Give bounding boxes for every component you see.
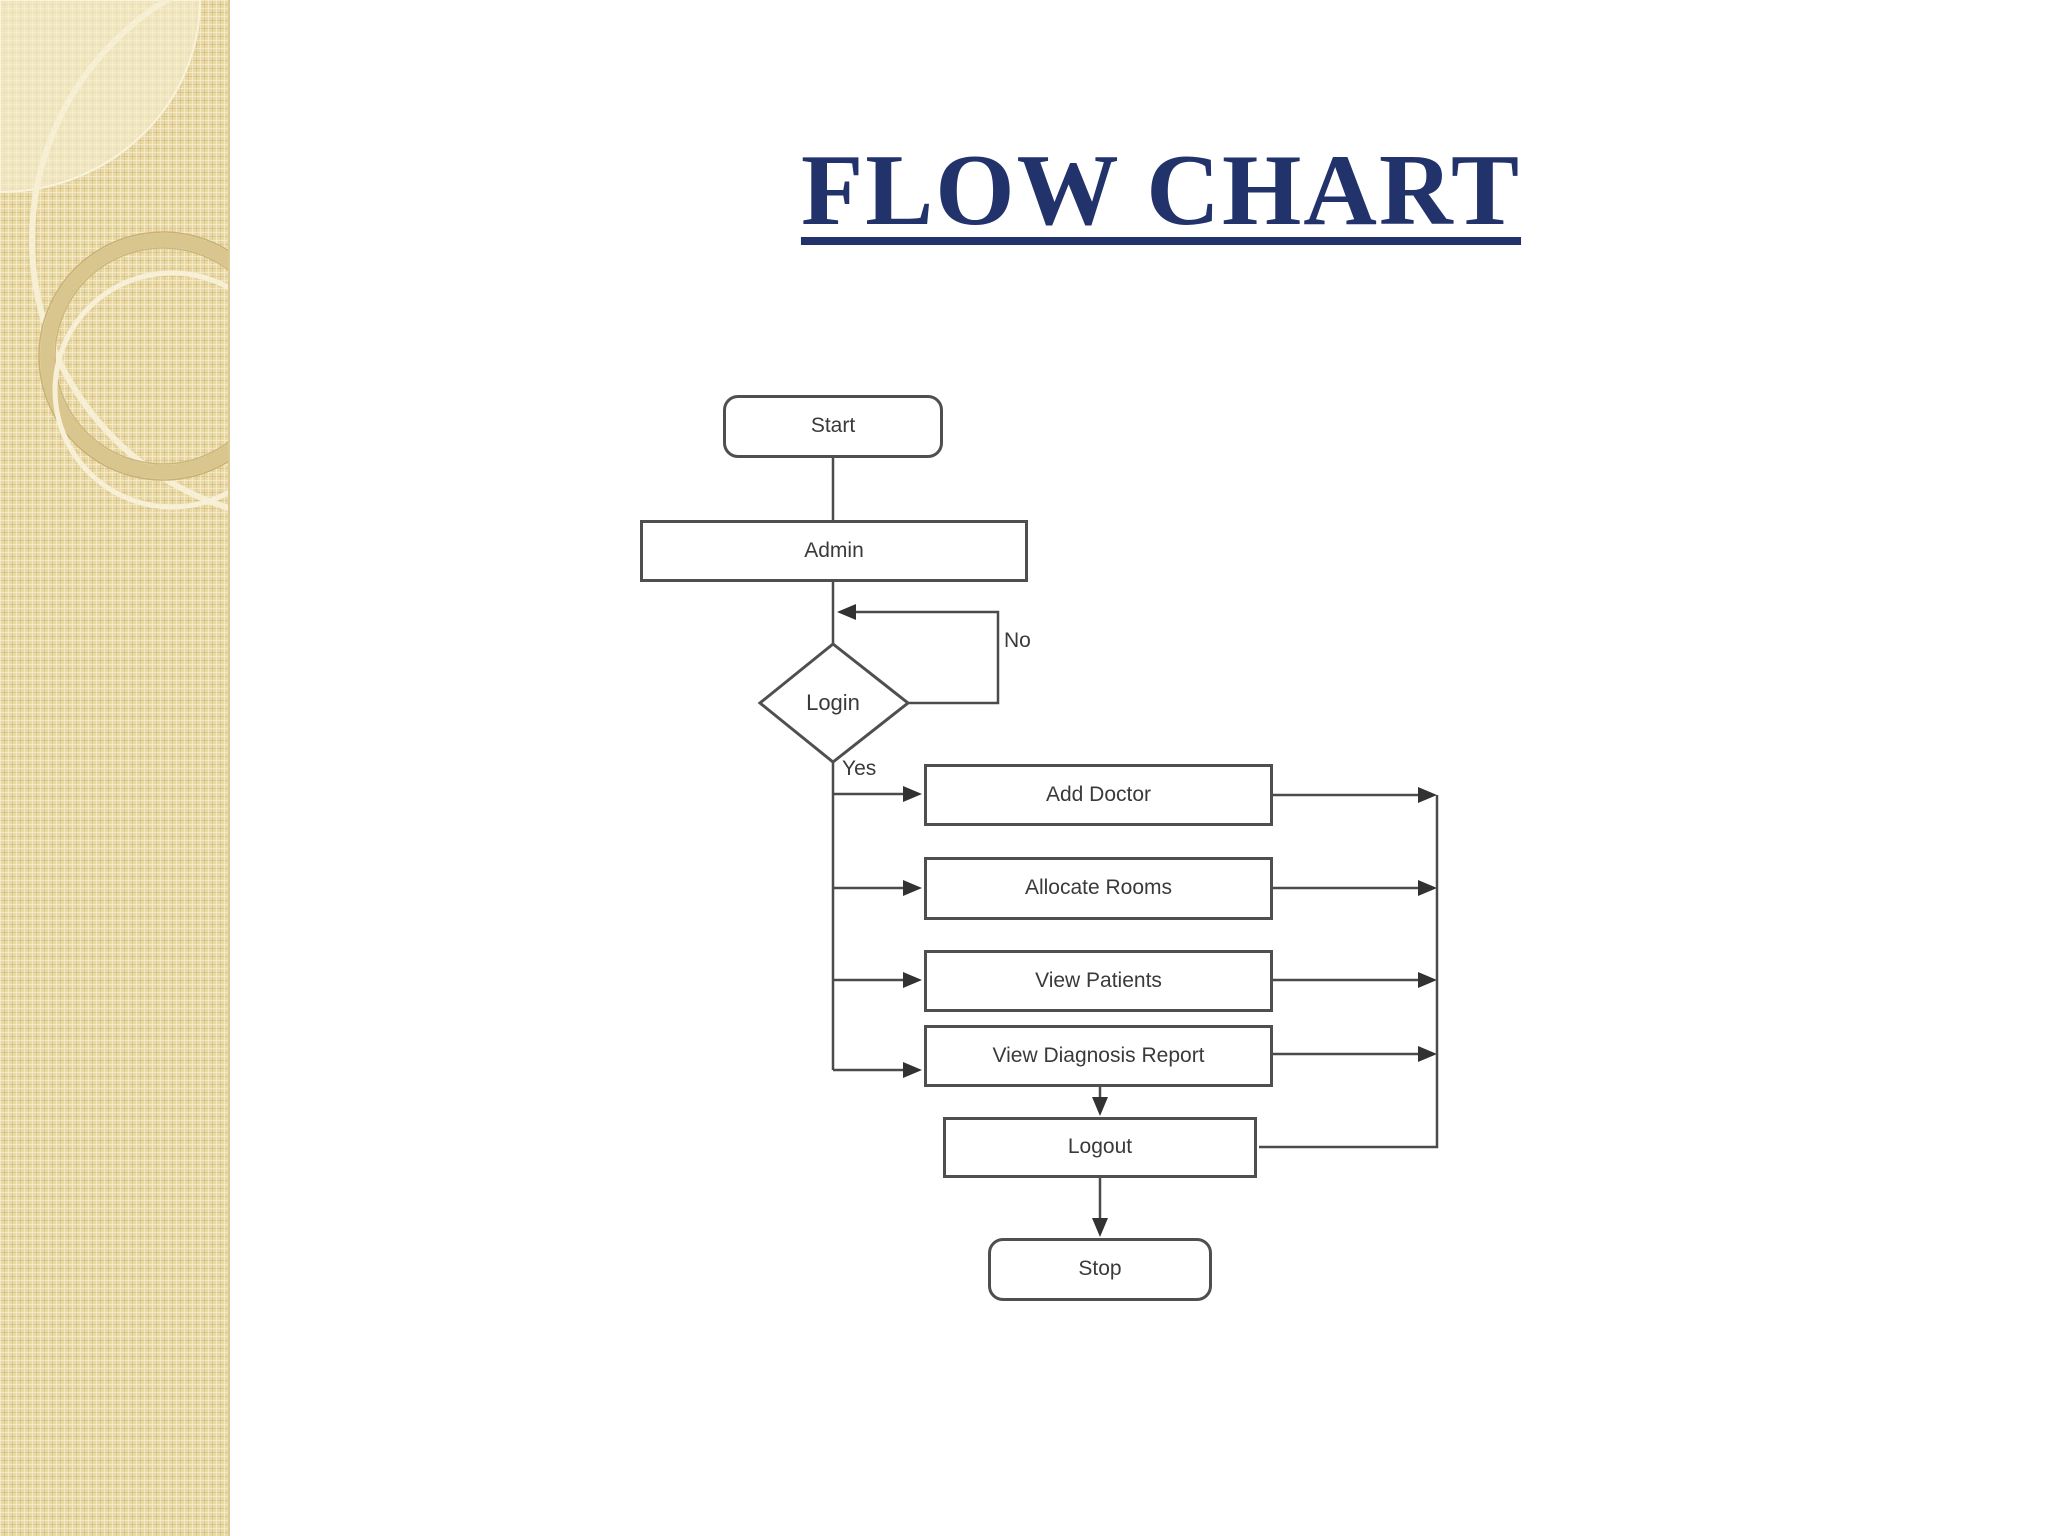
sidebar-decoration xyxy=(0,0,230,1536)
flowchart-node-view-diagnosis-report: View Diagnosis Report xyxy=(924,1025,1273,1087)
arrowhead-logout xyxy=(1092,1097,1108,1116)
arrowhead-exit-allocate-rooms xyxy=(1418,880,1437,896)
login-decision-shape xyxy=(757,642,911,764)
flowchart-node-add-doctor: Add Doctor xyxy=(924,764,1273,826)
arrowhead-exit-add-doctor xyxy=(1418,787,1437,803)
arrowhead-view-patients xyxy=(903,972,922,988)
arrowhead-exit-view-diagnosis xyxy=(1418,1046,1437,1062)
page-title: FLOW CHART xyxy=(800,134,1522,248)
flowchart-node-allocate-rooms: Allocate Rooms xyxy=(924,857,1273,920)
arrowhead-exit-view-patients xyxy=(1418,972,1437,988)
large-thin-ring xyxy=(29,0,228,511)
connector-login-no-loop xyxy=(854,610,1000,705)
flowchart-node-stop: Stop xyxy=(988,1238,1212,1301)
thick-tan-ring xyxy=(40,233,228,479)
arrowhead-stop xyxy=(1092,1218,1108,1237)
thick-ring-inner-edge xyxy=(54,247,228,465)
flowchart-node-view-patients: View Patients xyxy=(924,950,1273,1012)
edge-label-yes: Yes xyxy=(842,757,877,780)
flowchart-node-start: Start xyxy=(723,395,943,458)
arrowhead-view-diagnosis xyxy=(903,1062,922,1078)
sidebar-ornament-graphic xyxy=(0,0,228,511)
flowchart-node-logout: Logout xyxy=(943,1117,1257,1178)
arrowhead-no-loop xyxy=(837,604,856,620)
arrowhead-add-doctor xyxy=(903,786,922,802)
edge-label-no: No xyxy=(1004,629,1031,652)
connector-collector-logout xyxy=(1259,795,1439,1149)
arrowhead-allocate-rooms xyxy=(903,880,922,896)
login-decision-label: Login xyxy=(806,690,860,715)
flowchart-node-admin: Admin xyxy=(640,520,1028,582)
small-thin-ring xyxy=(52,270,228,510)
thick-ring-outer-edge xyxy=(38,231,228,481)
